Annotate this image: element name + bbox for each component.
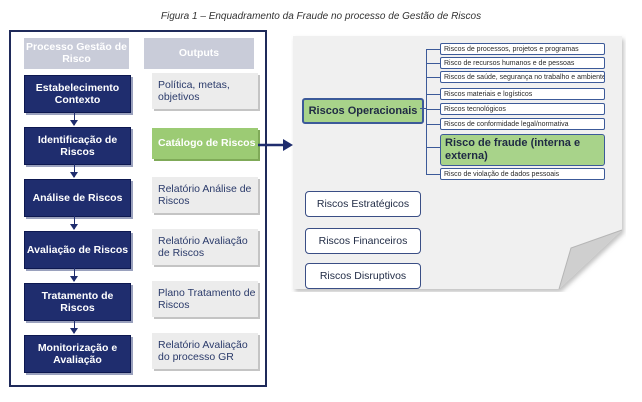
subcategory-material-risks: Riscos materiais e logísticos — [440, 88, 605, 100]
subcategory-data-breach-risk: Risco de violação de dados pessoais — [440, 168, 605, 180]
disruptive-risks-box: Riscos Disruptivos — [305, 263, 421, 289]
flow-arrow-3 — [70, 216, 78, 230]
output-analysis-report: Relatório Análise de Riscos — [152, 177, 258, 213]
strategic-risks-box: Riscos Estratégicos — [305, 191, 421, 217]
tree-connector — [420, 108, 426, 109]
flow-arrow-1 — [70, 112, 78, 126]
flow-arrow-5 — [70, 320, 78, 334]
figure-caption: Figura 1 – Enquadramento da Fraude no pr… — [160, 11, 482, 22]
tree-branch — [426, 94, 440, 95]
tree-branch — [426, 77, 440, 78]
output-risk-catalog: Catálogo de Riscos — [152, 128, 258, 159]
subcategory-fraud-risk: Risco de fraude (interna e externa) — [440, 134, 605, 166]
tree-branch — [426, 49, 440, 50]
tree-branch — [426, 109, 440, 110]
process-step-context: Estabelecimento Contexto — [24, 75, 131, 113]
subcategory-compliance-risks: Riscos de conformidade legal/normativa — [440, 118, 605, 130]
flow-arrow-4 — [70, 268, 78, 282]
process-step-treatment: Tratamento de Riscos — [24, 283, 131, 321]
subcategory-tech-risks: Riscos tecnológicos — [440, 103, 605, 115]
header-process: Processo Gestão de Risco — [24, 38, 129, 69]
output-treatment-plan: Plano Tratamento de Riscos — [152, 281, 258, 317]
output-evaluation-report: Relatório Avaliação de Riscos — [152, 229, 258, 265]
subcategory-health-safety-risks: Riscos de saúde, segurança no trabalho e… — [440, 71, 605, 83]
tree-branch — [426, 124, 440, 125]
process-step-analysis: Análise de Riscos — [24, 179, 131, 217]
process-step-identification: Identificação de Riscos — [24, 127, 131, 165]
output-context: Política, metas, objetivos — [152, 73, 258, 109]
subcategory-hr-risks: Risco de recursos humanos e de pessoas — [440, 57, 605, 69]
process-step-evaluation: Avaliação de Riscos — [24, 231, 131, 269]
operational-risks-box: Riscos Operacionais — [302, 98, 424, 124]
process-step-monitoring: Monitorização e Avaliação — [24, 335, 131, 373]
risk-process-frame: Processo Gestão de Risco Outputs Estabel… — [9, 30, 267, 387]
header-outputs: Outputs — [144, 38, 254, 69]
tree-trunk — [426, 49, 427, 174]
flow-arrow-2 — [70, 164, 78, 178]
output-gr-evaluation-report: Relatório Avaliação do processo GR — [152, 333, 258, 369]
tree-branch — [426, 174, 440, 175]
financial-risks-box: Riscos Financeiros — [305, 228, 421, 254]
tree-branch — [426, 63, 440, 64]
tree-branch — [426, 147, 440, 148]
subcategory-process-risks: Riscos de processos, projetos e programa… — [440, 43, 605, 55]
